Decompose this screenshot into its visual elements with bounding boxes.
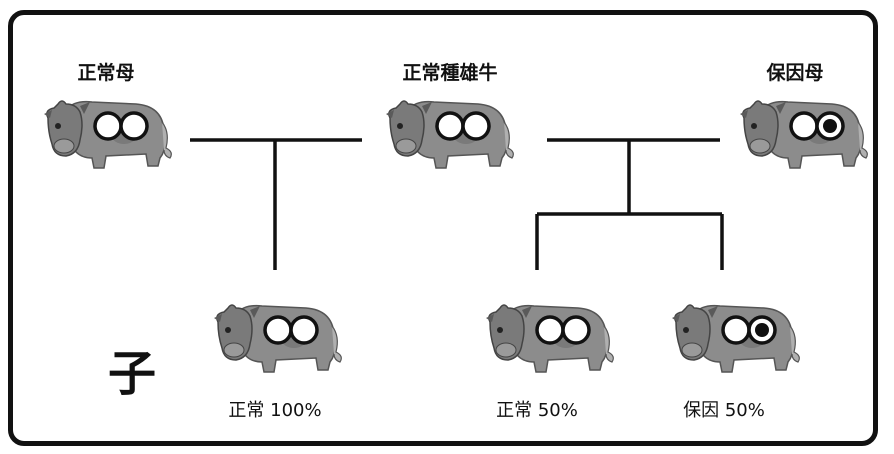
label-offspring-carrier-50: 保因 50% bbox=[683, 400, 765, 421]
allele-circle-icon bbox=[119, 111, 149, 141]
child-marker: 子 bbox=[108, 346, 156, 402]
cow-icon bbox=[213, 304, 343, 373]
allele-circle-icon bbox=[289, 315, 319, 345]
allele-circle-icon bbox=[461, 111, 491, 141]
allele-circle-icon bbox=[435, 111, 465, 141]
allele-circle-icon bbox=[721, 315, 751, 345]
label-offspring-normal-100: 正常 100% bbox=[228, 400, 321, 421]
allele-circle-icon bbox=[93, 111, 123, 141]
label-normal-dam: 正常母 bbox=[77, 61, 134, 84]
allele-circle-icon bbox=[789, 111, 819, 141]
cow-icon bbox=[43, 100, 173, 169]
carrier-allele-dot bbox=[755, 323, 769, 337]
allele-circle-icon bbox=[561, 315, 591, 345]
allele-circle-icon bbox=[535, 315, 565, 345]
carrier-allele-dot bbox=[823, 119, 837, 133]
cow-icon bbox=[671, 304, 801, 373]
diagram-frame bbox=[8, 10, 878, 446]
cow-icon bbox=[739, 100, 869, 169]
allele-circle-icon bbox=[263, 315, 293, 345]
label-carrier-dam: 保因母 bbox=[765, 61, 823, 84]
label-normal-sire: 正常種雄牛 bbox=[402, 61, 497, 84]
cow-icon bbox=[385, 100, 515, 169]
connector-lines bbox=[190, 138, 724, 270]
cow-icon bbox=[485, 304, 615, 373]
label-offspring-normal-50: 正常 50% bbox=[496, 400, 578, 421]
